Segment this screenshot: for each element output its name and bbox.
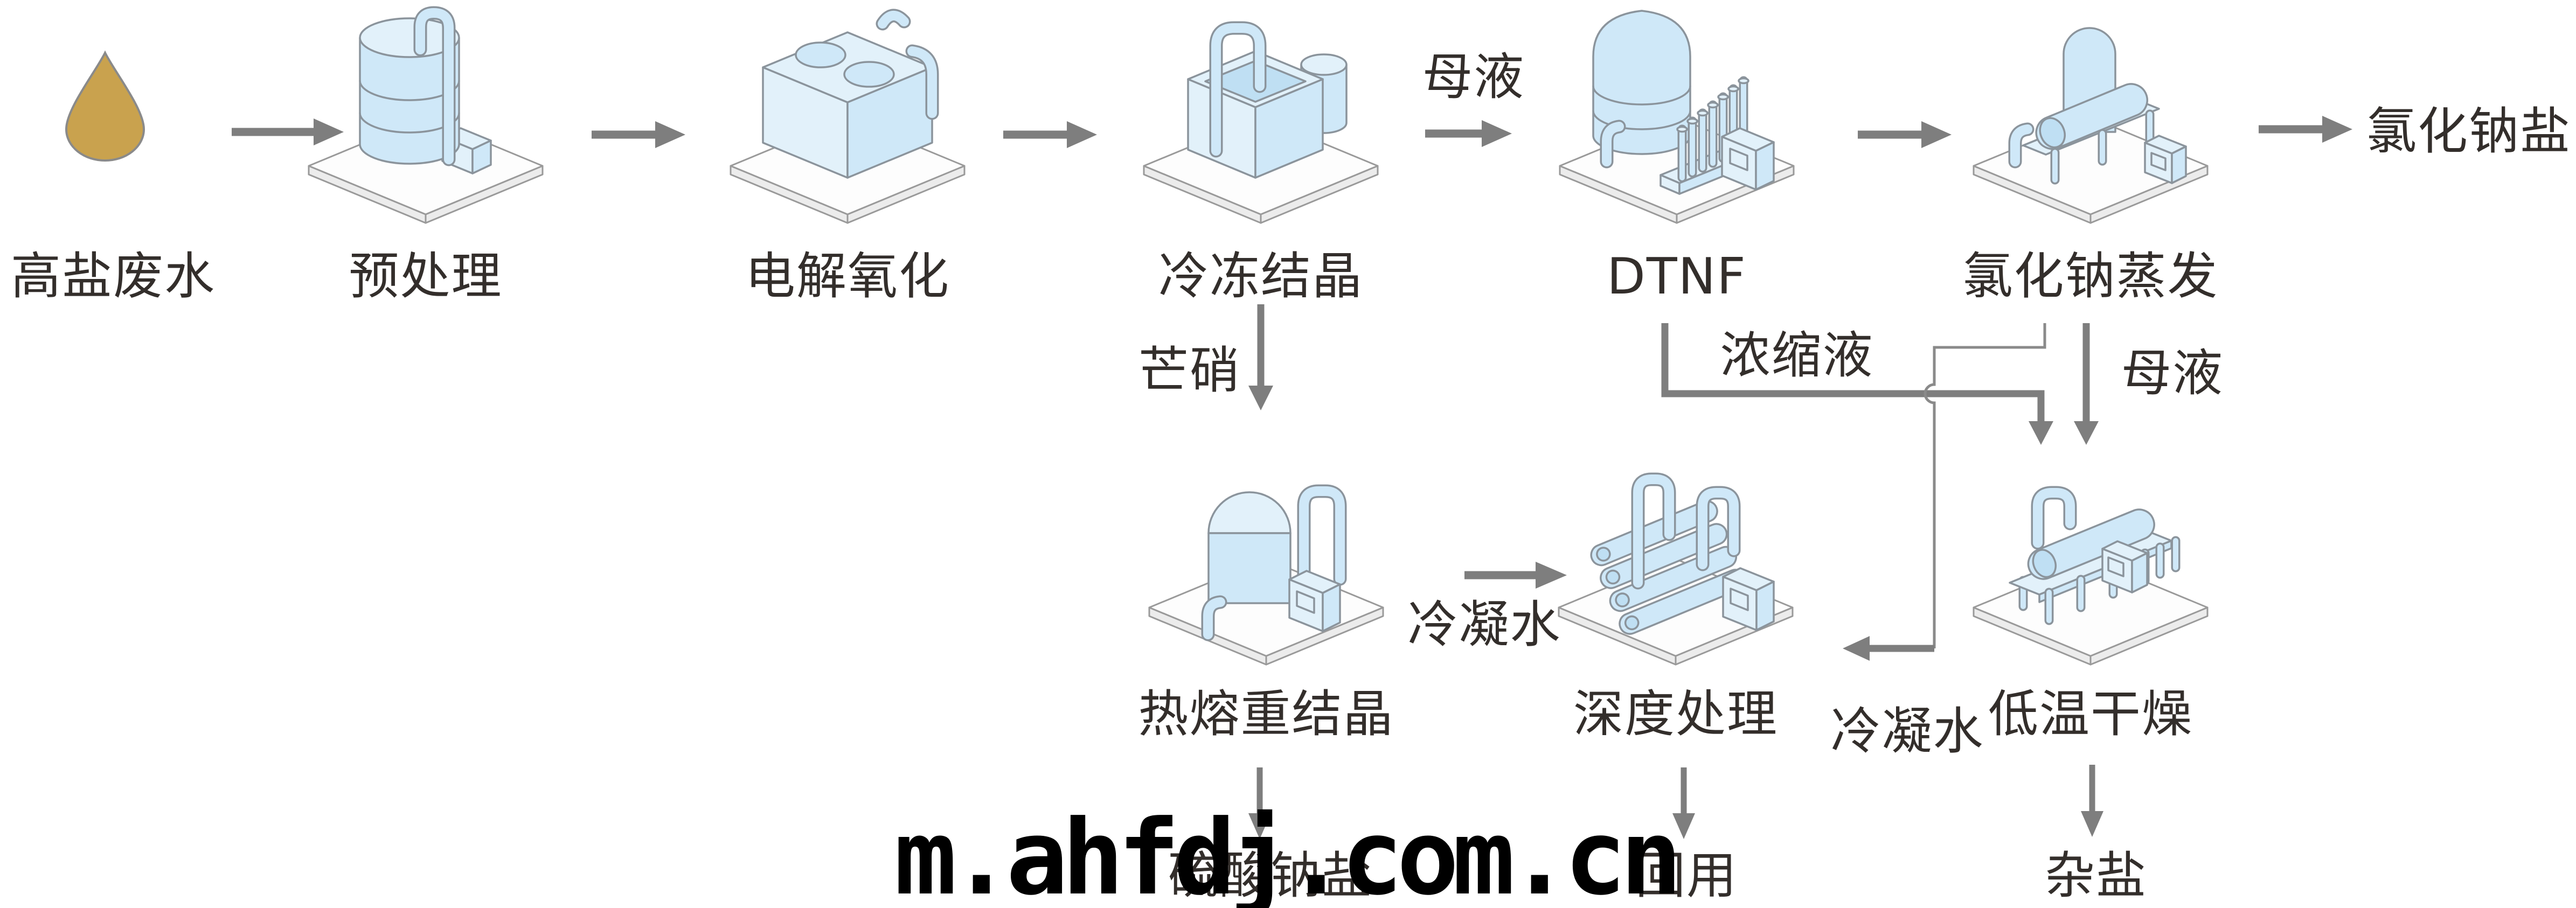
arrow-freeze-to-hotmelt [1248,304,1273,410]
arrow-source-to-pretreatment [232,118,344,145]
nacl-evaporation-icon [1964,0,2217,228]
hot-melt-recrystallization-icon [1140,442,1393,670]
label-deep-treatment: 深度处理 [1573,685,1778,743]
label-freeze-crystallization: 冷冻结晶 [1158,247,1363,305]
flow-label-mother-liquor-top: 母液 [1422,48,1525,106]
output-reuse: 回用 [1635,847,1738,905]
arrow-electro-to-freeze [1003,121,1097,148]
line-mother-liquor-side [2074,323,2099,445]
arrow-pretreatment-to-electro [592,121,685,148]
output-nacl-salt: 氯化钠盐 [2366,102,2571,160]
arrow-freeze-to-dtnf [1425,120,1512,147]
flow-label-concentrate: 浓缩液 [1720,326,1874,385]
arrow-evaporation-to-nacl-salt [2259,116,2352,143]
output-mixed-salt: 杂盐 [2045,847,2147,905]
arrow-hotmelt-to-sulfate [1248,767,1271,839]
low-temp-drying-icon [1964,442,2217,670]
label-pretreatment: 预处理 [349,247,503,305]
pretreatment-icon [299,0,552,228]
arrow-deep-to-reuse [1672,767,1695,839]
dtnf-icon [1550,0,1803,228]
label-hot-melt-recrystallization: 热熔重结晶 [1138,685,1394,743]
electro-oxidation-icon [721,0,974,228]
output-sodium-sulfate-salt: 硫酸钠盐 [1168,847,1373,905]
label-electro-oxidation: 电解氧化 [745,247,950,305]
label-nacl-evaporation: 氯化钠蒸发 [1962,247,2219,305]
deep-treatment-icon [1549,442,1802,670]
line-concentrate-path [1661,323,2053,445]
arrow-dtnf-to-evaporation [1858,121,1952,148]
arrow-drying-to-mixed-salt [2081,765,2103,837]
label-low-temp-drying: 低温干燥 [1988,685,2193,743]
flow-label-mirabilite: 芒硝 [1138,341,1241,400]
label-dtnf: DTNF [1607,247,1747,305]
flow-label-condensate-right: 冷凝水 [1830,702,1984,760]
wastewater-droplet-icon [62,48,148,166]
freeze-crystallization-icon [1134,0,1387,228]
flow-label-condensate-mid: 冷凝水 [1407,596,1561,654]
flow-label-mother-liquor-side: 母液 [2121,344,2224,402]
arrow-hotmelt-to-deep [1464,562,1567,589]
line-condensate-return [1843,323,2046,661]
label-source: 高盐废水 [11,247,216,305]
watermark-text: m.ahfdj.com.cn [894,798,1682,908]
